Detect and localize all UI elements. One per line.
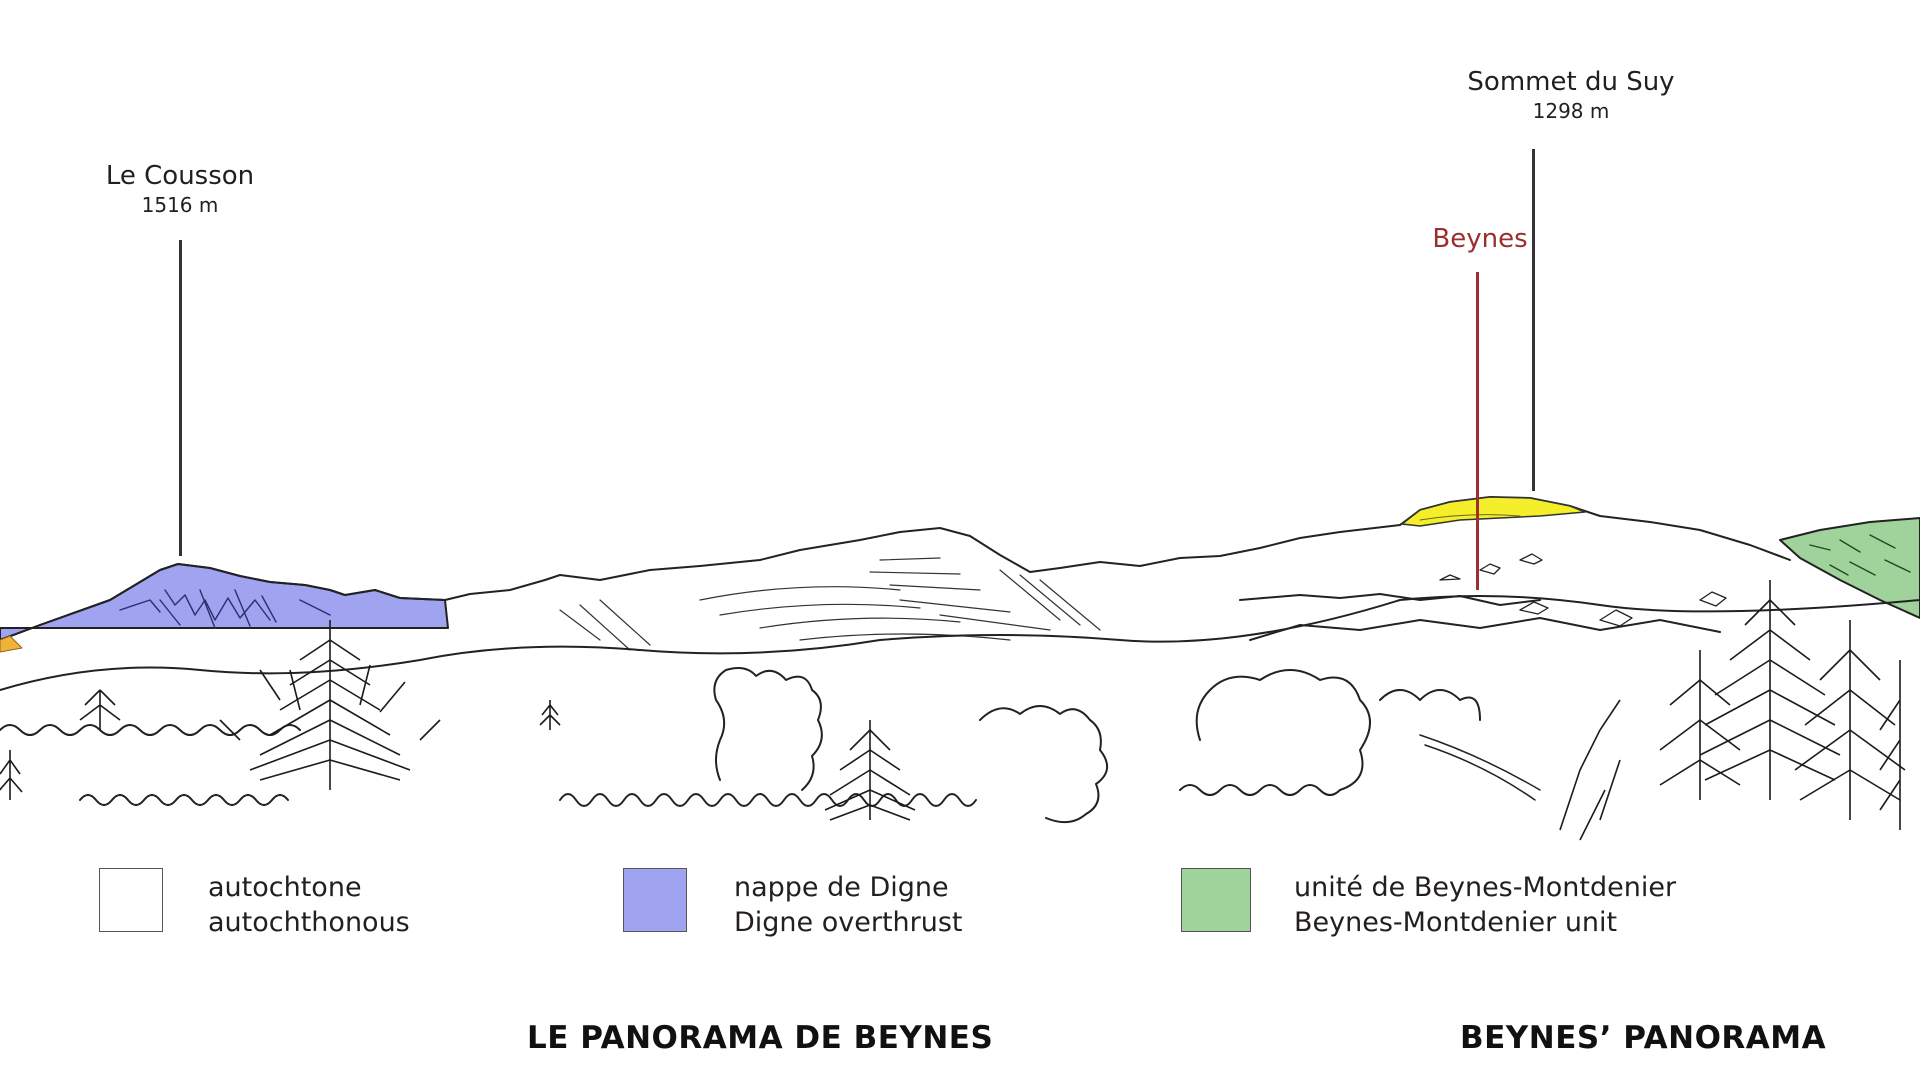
legend-item-digne: nappe de Digne Digne overthrust: [623, 868, 963, 940]
suy-cap-area: [1401, 496, 1586, 527]
legend-item-beynes-montdenier: unité de Beynes-Montdenier Beynes-Montde…: [1181, 868, 1676, 940]
peak-label-cousson: Le Cousson 1516 m: [106, 160, 254, 218]
leader-line-beynes: [1476, 272, 1479, 590]
conifer-center: [824, 720, 916, 821]
conifer-right: [1559, 580, 1906, 841]
legend-label-fr: unité de Beynes-Montdenier: [1294, 872, 1677, 903]
cousson-overthrust-area: [0, 563, 449, 641]
legend-label-en: Digne overthrust: [734, 907, 963, 938]
panorama-drawing: [0, 496, 1920, 841]
legend-swatch-green: [1181, 868, 1251, 932]
legend-label-en: autochthonous: [208, 907, 410, 938]
leader-line-cousson: [179, 240, 182, 556]
legend-swatch-blue: [623, 868, 687, 932]
peak-altitude: 1298 m: [1532, 99, 1610, 123]
peak-name: Le Cousson: [105, 161, 255, 191]
legend-label-fr: autochtone: [208, 872, 362, 903]
title-english: BEYNES’ PANORAMA: [1460, 1020, 1827, 1056]
town-label-beynes: Beynes: [1432, 224, 1528, 254]
conifer-left: [219, 620, 441, 790]
legend-label-fr: nappe de Digne: [734, 872, 949, 903]
legend-item-autochtone: autochtone autochthonous: [99, 868, 410, 940]
peak-name: Sommet du Suy: [1467, 67, 1675, 97]
leader-line-suy: [1532, 149, 1535, 491]
conifer-small: [0, 689, 561, 800]
legend-swatch-white: [99, 868, 163, 932]
title-french: LE PANORAMA DE BEYNES: [527, 1020, 994, 1056]
peak-altitude: 1516 m: [141, 193, 219, 217]
peak-label-suy: Sommet du Suy 1298 m: [1467, 66, 1674, 124]
legend-label-en: Beynes-Montdenier unit: [1294, 907, 1618, 938]
beynes-montdenier-area: [1779, 517, 1920, 619]
